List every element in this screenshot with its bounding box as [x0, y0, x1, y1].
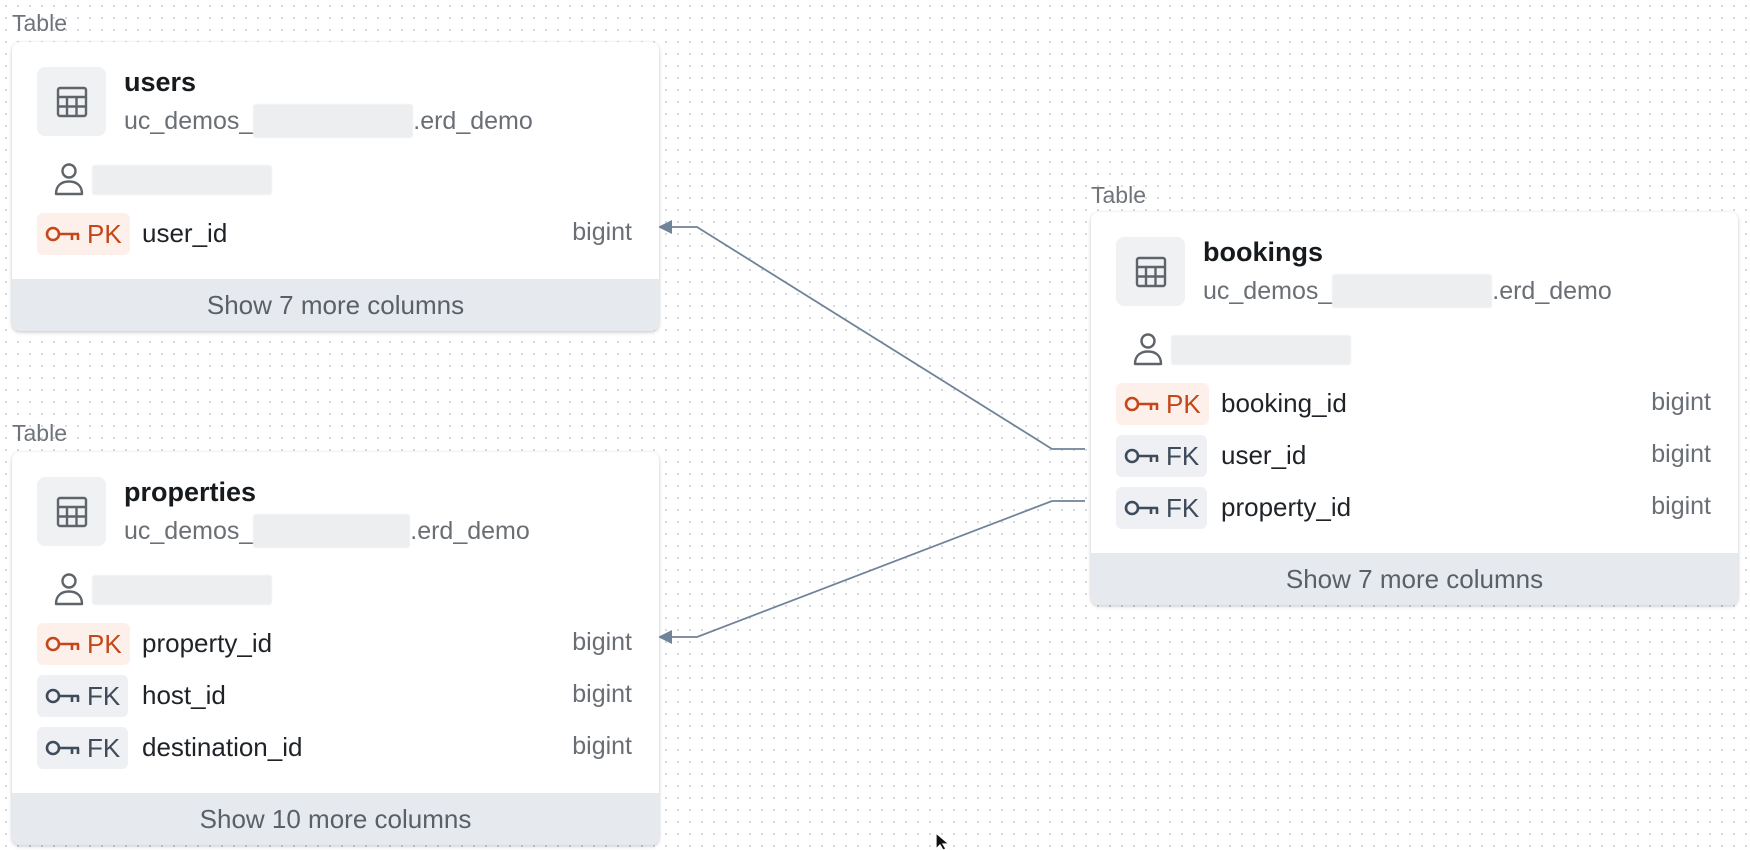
table-grid-icon — [37, 67, 106, 136]
show-more-columns-button[interactable]: Show 7 more columns — [1091, 553, 1738, 605]
foreign-key-badge: FK — [1116, 435, 1208, 477]
users-table-name[interactable]: users — [124, 67, 197, 97]
foreign-key-badge: FK — [37, 675, 129, 717]
bookings-owner-row — [1091, 325, 1738, 377]
column-type: bigint — [1651, 492, 1711, 520]
column-row[interactable]: PK property_id bigint — [12, 617, 659, 669]
key-type: PK — [87, 628, 122, 659]
key-type: FK — [87, 732, 121, 763]
column-name: booking_id — [1221, 388, 1347, 418]
properties-schema-path: uc_demos_ .erd_demo — [124, 514, 530, 548]
column-type: bigint — [572, 732, 632, 760]
primary-key-badge: PK — [37, 623, 130, 665]
key-icon — [45, 226, 80, 242]
schema-prefix: uc_demos_ — [124, 106, 254, 135]
edge-bookings-property-id-to-properties[interactable] — [660, 500, 1085, 638]
properties-table-card[interactable]: properties uc_demos_ .erd_demo PK propert… — [12, 452, 659, 845]
column-name: destination_id — [142, 732, 303, 762]
person-icon — [1131, 331, 1165, 372]
key-icon — [45, 740, 80, 756]
properties-card-header: properties uc_demos_ .erd_demo — [12, 452, 659, 565]
mouse-pointer-icon — [935, 832, 951, 850]
bookings-table-name[interactable]: bookings — [1203, 237, 1323, 267]
schema-prefix: uc_demos_ — [1203, 276, 1333, 305]
bookings-table-card[interactable]: bookings uc_demos_ .erd_demo PK booking_i… — [1091, 212, 1738, 605]
edge-arrowhead-users — [658, 220, 672, 234]
properties-table-name[interactable]: properties — [124, 477, 257, 507]
redacted-catalog — [1332, 274, 1493, 308]
schema-suffix: .erd_demo — [1492, 276, 1612, 305]
primary-key-badge: PK — [1116, 383, 1209, 425]
key-type: PK — [1166, 388, 1201, 419]
users-table-card[interactable]: users uc_demos_ .erd_demo PK user_id bigi… — [12, 42, 659, 331]
table-grid-icon — [37, 477, 106, 546]
edge-bookings-user-id-to-users[interactable] — [660, 226, 1085, 450]
properties-kind-label: Table — [12, 420, 67, 446]
column-row[interactable]: PK user_id bigint — [12, 207, 659, 259]
column-row[interactable]: FK host_id bigint — [12, 669, 659, 721]
column-type: bigint — [572, 680, 632, 708]
key-type: FK — [1166, 440, 1200, 471]
column-type: bigint — [1651, 440, 1711, 468]
primary-key-badge: PK — [37, 213, 130, 255]
bookings-kind-label: Table — [1091, 182, 1146, 208]
column-type: bigint — [572, 218, 632, 246]
schema-prefix: uc_demos_ — [124, 516, 254, 545]
users-kind-label: Table — [12, 10, 67, 36]
column-name: user_id — [1221, 440, 1307, 470]
users-card-header: users uc_demos_ .erd_demo — [12, 42, 659, 155]
foreign-key-badge: FK — [37, 727, 129, 769]
column-name: property_id — [142, 628, 273, 658]
show-more-columns-button[interactable]: Show 7 more columns — [12, 279, 659, 331]
schema-suffix: .erd_demo — [410, 516, 530, 545]
users-schema-path: uc_demos_ .erd_demo — [124, 104, 533, 138]
column-row[interactable]: FK destination_id bigint — [12, 721, 659, 773]
column-row[interactable]: FK property_id bigint — [1091, 481, 1738, 533]
table-grid-icon — [1116, 237, 1185, 306]
foreign-key-badge: FK — [1116, 487, 1208, 529]
schema-suffix: .erd_demo — [413, 106, 533, 135]
show-more-columns-button[interactable]: Show 10 more columns — [12, 793, 659, 845]
redacted-catalog — [253, 104, 414, 138]
key-type: FK — [1166, 492, 1200, 523]
bookings-card-header: bookings uc_demos_ .erd_demo — [1091, 212, 1738, 325]
key-icon — [1124, 500, 1159, 516]
column-name: user_id — [142, 218, 228, 248]
column-name: host_id — [142, 680, 226, 710]
properties-owner-row — [12, 565, 659, 617]
redacted-owner — [92, 575, 272, 605]
key-type: PK — [87, 218, 122, 249]
redacted-catalog — [253, 514, 411, 548]
column-type: bigint — [1651, 388, 1711, 416]
edge-arrowhead-properties — [658, 630, 672, 644]
redacted-owner — [1171, 335, 1351, 365]
key-icon — [1124, 396, 1159, 412]
person-icon — [52, 161, 86, 202]
person-icon — [52, 571, 86, 612]
column-name: property_id — [1221, 492, 1352, 522]
redacted-owner — [92, 165, 272, 195]
bookings-schema-path: uc_demos_ .erd_demo — [1203, 274, 1612, 308]
column-row[interactable]: FK user_id bigint — [1091, 429, 1738, 481]
users-owner-row — [12, 155, 659, 207]
key-type: FK — [87, 680, 121, 711]
key-icon — [45, 688, 80, 704]
column-type: bigint — [572, 628, 632, 656]
key-icon — [45, 636, 80, 652]
column-row[interactable]: PK booking_id bigint — [1091, 377, 1738, 429]
key-icon — [1124, 448, 1159, 464]
